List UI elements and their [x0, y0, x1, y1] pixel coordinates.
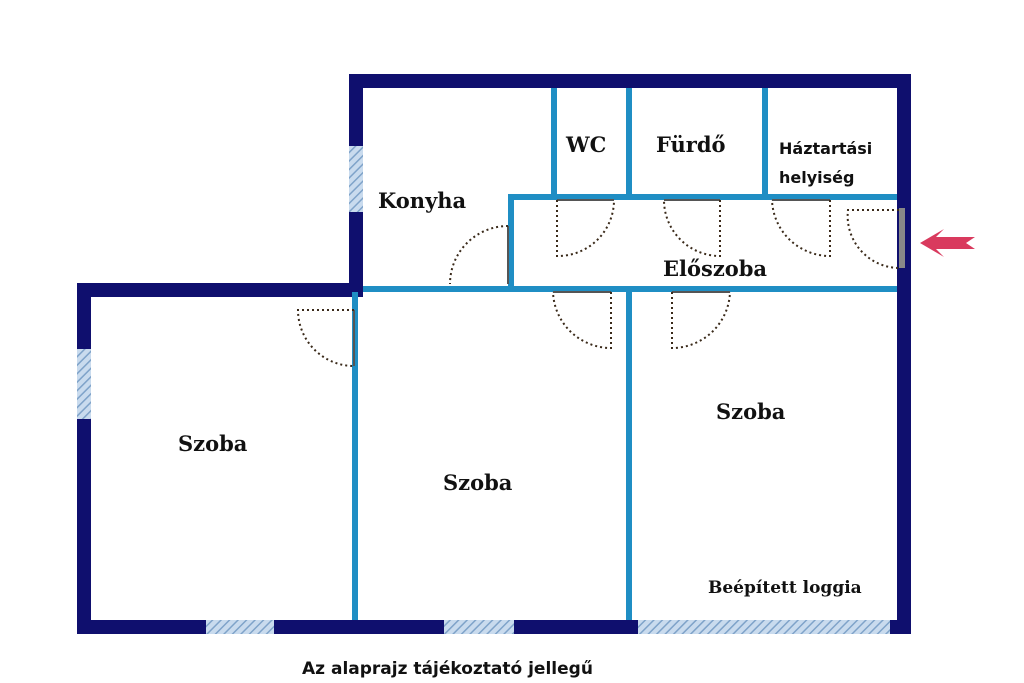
door-right-room [671, 291, 731, 350]
door-entrance [846, 208, 905, 269]
inner-walls [352, 88, 897, 620]
disclaimer-note: Az alaprajz tájékoztató jellegű [302, 659, 593, 679]
window-bottom-left [206, 620, 274, 634]
door-haztartasi [771, 199, 831, 258]
room-label-szoba-right: Szoba [716, 399, 786, 424]
room-label-szoba-left: Szoba [178, 431, 248, 456]
door-left-room [296, 309, 355, 367]
room-label-haztartasi-line1: Háztartási [779, 139, 872, 158]
door-middle-room [552, 291, 612, 350]
outer-walls [77, 74, 911, 634]
door-kitchen [449, 225, 509, 285]
entrance-arrow-icon [920, 229, 975, 257]
window-kitchen [349, 146, 363, 212]
room-label-haztartasi-line2: helyiség [779, 168, 854, 187]
room-label-wc: WC [565, 132, 606, 157]
window-left-room [77, 349, 91, 419]
door-wc [556, 199, 615, 258]
windows [77, 146, 890, 634]
door-furdo [663, 199, 721, 258]
window-bottom-middle [444, 620, 514, 634]
room-label-eloszoba: Előszoba [663, 256, 767, 281]
room-label-loggia: Beépített loggia [708, 578, 862, 598]
room-label-furdo: Fürdő [656, 132, 726, 157]
room-label-konyha: Konyha [378, 188, 467, 213]
doors [296, 199, 905, 367]
room-label-szoba-middle: Szoba [443, 470, 513, 495]
window-loggia [638, 620, 890, 634]
